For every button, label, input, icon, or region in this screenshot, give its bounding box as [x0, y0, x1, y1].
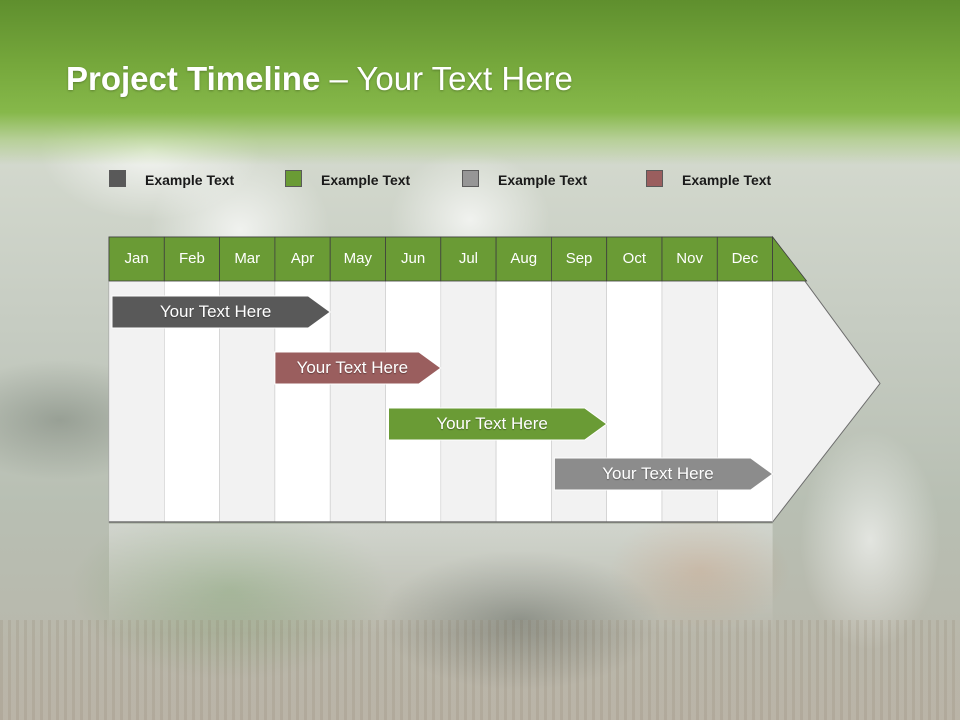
month-label-oct: Oct: [622, 250, 646, 267]
month-header-cell: [716, 236, 773, 282]
legend-swatch: [462, 170, 479, 187]
month-label-may: May: [343, 250, 372, 267]
month-label-sep: Sep: [565, 250, 593, 267]
legend-label: Example Text: [682, 172, 772, 188]
month-label-jun: Jun: [401, 250, 426, 267]
month-label-apr: Apr: [290, 250, 315, 267]
month-header-cell: [661, 236, 718, 282]
task-bar-label: Your Text Here: [159, 302, 272, 321]
month-header-cell: [219, 236, 276, 282]
month-label-mar: Mar: [234, 250, 261, 267]
page-title: Project Timeline – Your Text Here: [66, 60, 573, 98]
title-band: [0, 0, 960, 165]
month-header-cell: [163, 236, 221, 282]
task-bar: [111, 295, 332, 329]
page-title-bold: Project Timeline: [66, 60, 321, 97]
month-column: [385, 280, 442, 523]
month-label-nov: Nov: [676, 250, 703, 267]
task-bar: [388, 407, 608, 441]
task-bar: [553, 457, 774, 491]
task-bar-label: Your Text Here: [296, 358, 409, 377]
legend-swatch: [109, 170, 126, 187]
month-column: [495, 280, 552, 523]
month-header-cell: [495, 236, 552, 282]
month-label-jul: Jul: [458, 250, 479, 267]
legend-swatch: [285, 170, 302, 187]
month-label-dec: Dec: [731, 250, 759, 267]
page-title-rest: – Your Text Here: [320, 60, 573, 97]
month-label-feb: Feb: [179, 250, 205, 267]
timeline-reflection: [109, 524, 773, 634]
legend-swatch: [646, 170, 663, 187]
month-label-aug: Aug: [510, 250, 538, 267]
header-arrow-tip: [772, 235, 808, 282]
legend-label: Example Text: [145, 172, 235, 188]
task-bar-label: Your Text Here: [602, 464, 714, 483]
month-header-cell: [551, 236, 608, 282]
month-column: [440, 280, 497, 523]
task-bar: [274, 351, 442, 385]
month-label-jan: Jan: [124, 250, 149, 267]
task-bar-label: Your Text Here: [436, 414, 548, 433]
month-column: [329, 280, 386, 523]
legend-label: Example Text: [321, 172, 411, 188]
legend-label: Example Text: [498, 172, 588, 188]
month-header-cell: [385, 236, 442, 282]
